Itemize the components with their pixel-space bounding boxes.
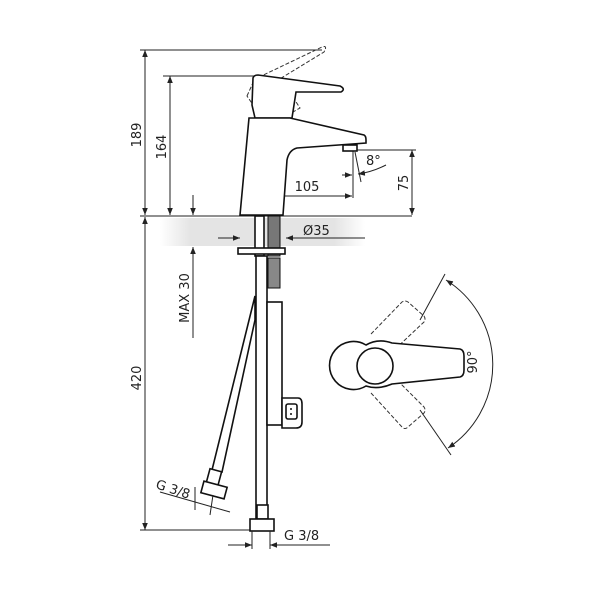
dimension-outlet-thread: G 3/8 (228, 529, 330, 549)
dimension-diameter-35-label: Ø35 (303, 224, 330, 239)
outlet-thread-label: G 3/8 (284, 529, 319, 544)
dimension-420-label: 420 (130, 366, 145, 391)
faucet-side-view (239, 46, 367, 216)
dimension-420: 420 (130, 217, 148, 530)
dimension-189: 189 (130, 50, 148, 215)
dimension-164: 164 (155, 76, 173, 215)
dimension-diameter-35: Ø35 (218, 224, 365, 241)
dimension-75-label: 75 (397, 175, 412, 192)
hose-thread-label: G 3/8 (154, 478, 192, 503)
dimension-75: 75 (397, 150, 415, 215)
dimension-189-label: 189 (130, 123, 145, 148)
installation-parts (199, 215, 303, 532)
dimension-105-label: 105 (295, 180, 320, 195)
dimension-8-degree: 8° (342, 151, 387, 183)
dimension-8-degree-label: 8° (366, 154, 381, 169)
dimension-max-30-label: MAX 30 (178, 273, 193, 323)
dimension-max-30: MAX 30 (178, 195, 196, 338)
faucet-top-view: 90° (328, 273, 494, 456)
dimension-164-label: 164 (155, 135, 170, 160)
rotation-90-label: 90° (466, 350, 481, 373)
